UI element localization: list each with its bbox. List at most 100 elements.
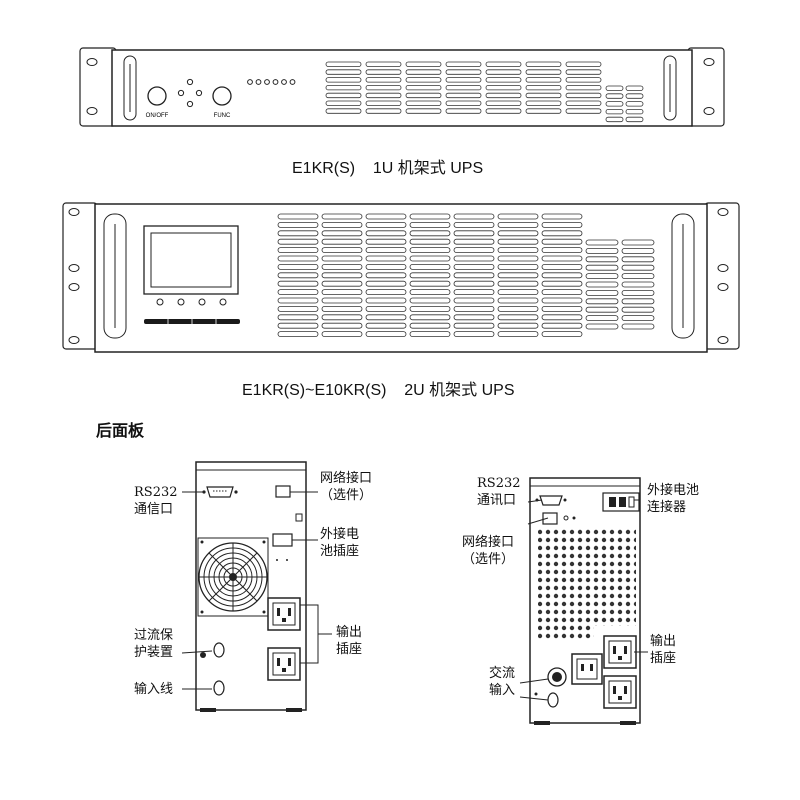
network-port <box>275 485 291 498</box>
status-led <box>272 79 279 85</box>
vent-slot <box>365 213 407 220</box>
vent-slot <box>405 92 442 99</box>
vent-slot <box>585 281 619 288</box>
vent-slot <box>277 263 319 270</box>
vent-slot <box>277 213 319 220</box>
vent-slot <box>565 85 602 91</box>
lcd-buttons[interactable] <box>156 298 227 306</box>
vent-slot <box>541 238 583 245</box>
func-button[interactable] <box>212 86 232 106</box>
vent-slot <box>405 69 442 75</box>
vent-slot <box>525 61 562 67</box>
rack-1u-front-panel <box>111 49 693 127</box>
vent-slot <box>541 289 583 296</box>
output-socket-right-middle <box>571 653 603 685</box>
output-socket-top <box>267 597 301 631</box>
vent-slot <box>409 322 451 329</box>
right-ac-input-line2: 输入 <box>489 683 516 698</box>
status-led <box>255 79 262 85</box>
left-rs232-label: RS232 通信口 <box>134 484 178 518</box>
vent-slot <box>621 247 655 254</box>
vent-slot <box>485 85 522 91</box>
rack-1u-ear-left <box>79 47 117 127</box>
vent-slot <box>365 61 402 67</box>
vent-slot <box>621 264 655 271</box>
left-rs232-line1: RS232 <box>134 485 178 500</box>
vent-slot <box>497 221 539 228</box>
vent-slot <box>321 247 363 254</box>
right-network-line2: （选件） <box>462 552 515 567</box>
right-output-line2: 插座 <box>650 651 677 666</box>
vent-slot <box>325 69 362 75</box>
vent-slot <box>321 230 363 237</box>
vent-slot <box>453 263 495 270</box>
vent-slot <box>497 255 539 262</box>
vent-slot <box>445 92 482 99</box>
nav-buttons <box>177 78 203 108</box>
vent-slot <box>409 247 451 254</box>
status-led <box>247 79 253 85</box>
network-port-right <box>542 512 558 525</box>
left-output-line2: 插座 <box>336 642 363 657</box>
vent-slot <box>585 323 619 330</box>
vent-slot <box>409 213 451 220</box>
vent-slot <box>497 263 539 270</box>
overcurrent-breaker <box>200 642 225 658</box>
vent-slot <box>541 305 583 312</box>
vent-slot <box>325 100 362 106</box>
vent-slot <box>625 85 644 91</box>
vent-slot <box>565 61 602 67</box>
vent-slot <box>409 263 451 270</box>
vent-slot <box>497 247 539 254</box>
vent-slot <box>585 306 619 313</box>
vent-slot <box>365 77 402 83</box>
vent-slot <box>453 272 495 279</box>
right-battery-line1: 外接电池 <box>647 483 700 498</box>
vent-slot <box>405 108 442 114</box>
vent-slot <box>621 306 655 313</box>
right-leader-lines <box>519 499 648 701</box>
vent-slot <box>605 116 624 123</box>
vent-slot <box>565 108 602 114</box>
vent-slot <box>585 273 619 280</box>
vent-slot <box>365 322 407 329</box>
vent-slot <box>497 314 539 321</box>
left-network-line1: 网络接口 <box>320 471 373 486</box>
right-rs232-line2: 通讯口 <box>477 493 517 508</box>
vent-slot <box>445 100 482 106</box>
vent-slot <box>321 263 363 270</box>
vent-slot <box>497 230 539 237</box>
vent-slot <box>485 100 522 106</box>
vent-slot <box>365 221 407 228</box>
right-output-label: 输出 插座 <box>650 633 676 667</box>
vent-slot <box>277 255 319 262</box>
output-socket-right-bottom <box>603 675 637 709</box>
left-rs232-line2: 通信口 <box>134 502 174 517</box>
left-overcurrent-line1: 过流保 <box>134 628 174 643</box>
left-overcurrent-label: 过流保 护装置 <box>134 627 173 661</box>
onoff-button[interactable] <box>147 86 167 106</box>
vent-slot <box>365 263 407 270</box>
vent-slot <box>541 247 583 254</box>
vent-slot <box>409 280 451 287</box>
vent-slot <box>405 61 442 67</box>
vent-slot <box>445 85 482 91</box>
left-tower-rear <box>181 461 332 712</box>
rack-2u-ear-left <box>62 202 98 350</box>
vent-slot <box>409 305 451 312</box>
left-network-line2: （选件） <box>320 488 373 503</box>
right-rs232-label: RS232 通讯口 <box>477 475 521 509</box>
vent-slot <box>277 247 319 254</box>
vent-slot <box>621 273 655 280</box>
cooling-fan <box>197 537 269 617</box>
vent-slot <box>445 69 482 75</box>
left-output-line1: 输出 <box>336 625 363 640</box>
vent-slot <box>325 108 362 114</box>
vent-slot <box>621 281 655 288</box>
vent-slot <box>621 289 655 296</box>
vent-slot <box>365 255 407 262</box>
vent-slot <box>565 77 602 83</box>
right-output-line1: 输出 <box>650 634 677 649</box>
vent-slot <box>321 322 363 329</box>
